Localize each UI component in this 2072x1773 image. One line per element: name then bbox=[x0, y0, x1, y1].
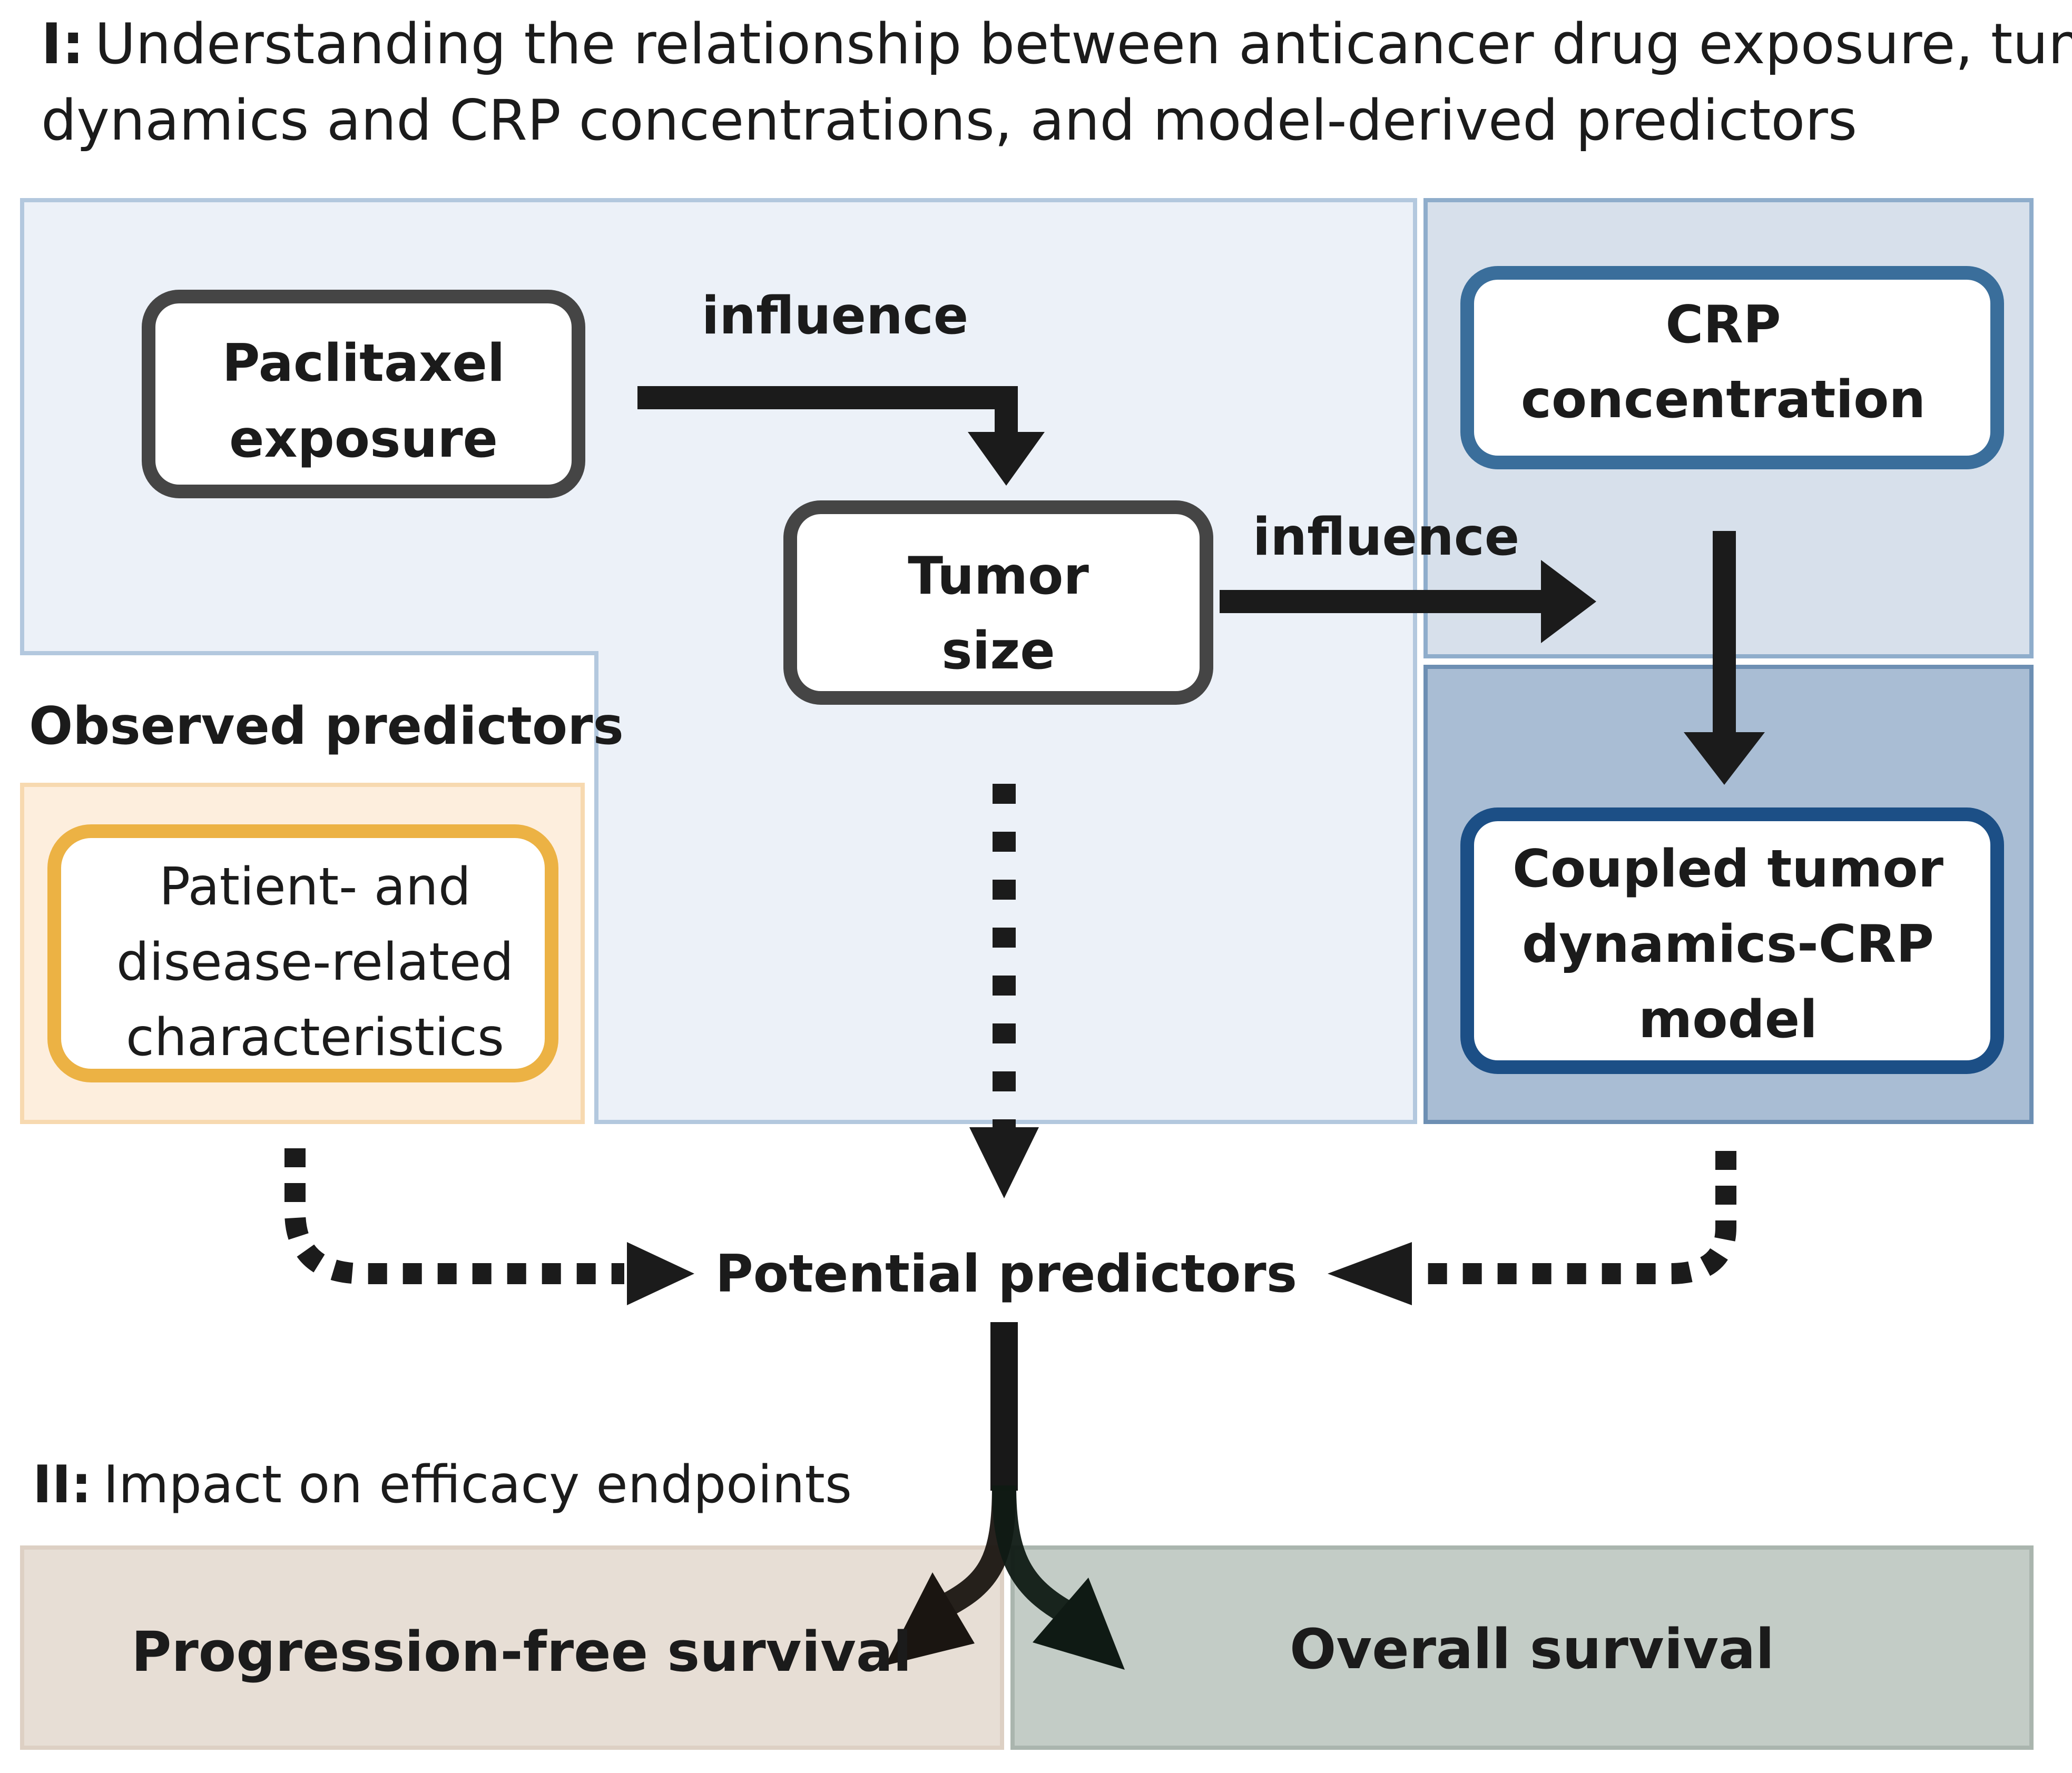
node-coupled-box bbox=[1460, 807, 2004, 1074]
observed-predictors-label: Observed predictors bbox=[29, 696, 624, 756]
node-coupled-model: Coupled tumor dynamics-CRP model bbox=[1460, 807, 2004, 1074]
section-one-line1: Understanding the relationship between a… bbox=[95, 12, 2072, 76]
edge-paclitaxel-arrowhead bbox=[968, 432, 1045, 486]
section-two-text: Impact on efficacy endpoints bbox=[103, 1455, 852, 1515]
section-two-title: II:Impact on efficacy endpoints bbox=[33, 1455, 852, 1515]
edge-split-left-arrowhead bbox=[885, 1572, 975, 1666]
node-tumor-line1: Tumor bbox=[908, 546, 1089, 606]
node-paclitaxel-line1: Paclitaxel bbox=[222, 333, 505, 393]
edge-split-right-arrowhead bbox=[1033, 1578, 1125, 1670]
edge-tumor-to-potential bbox=[969, 784, 1039, 1198]
edge-tumor-to-crp: influence bbox=[1220, 507, 1596, 643]
edge-coupled-dotted-arrowhead bbox=[1328, 1242, 1412, 1305]
node-crp-line1: CRP bbox=[1665, 295, 1781, 355]
edge-patient-to-potential bbox=[284, 1148, 694, 1305]
edge-crp-to-coupled bbox=[1684, 531, 1765, 785]
node-tumor-box bbox=[783, 500, 1213, 705]
node-coupled-line2: dynamics-CRP bbox=[1522, 914, 1934, 974]
edge-coupled-dotted-line bbox=[1417, 1151, 1736, 1284]
node-tumor-line2: size bbox=[941, 621, 1055, 681]
node-patient-characteristics: Patient- and disease-related characteris… bbox=[47, 824, 558, 1082]
node-coupled-line3: model bbox=[1638, 990, 1818, 1050]
outcome-progression-free-survival: Progression-free survival bbox=[131, 1620, 911, 1684]
node-paclitaxel-exposure: Paclitaxel exposure bbox=[142, 290, 585, 498]
edge-crp-arrowhead bbox=[1684, 732, 1765, 785]
edge-paclitaxel-line bbox=[637, 386, 1018, 438]
section-one-line2: dynamics and CRP concentrations, and mod… bbox=[41, 88, 1857, 153]
potential-predictors-label: Potential predictors bbox=[715, 1244, 1297, 1304]
region-overall-survival bbox=[1010, 1545, 2034, 1750]
edge-influence-label-1: influence bbox=[702, 286, 969, 346]
edge-patient-dotted-line bbox=[284, 1148, 624, 1284]
edge-tumor-arrowhead bbox=[1541, 560, 1596, 643]
edge-potential-to-outcomes bbox=[885, 1322, 1125, 1670]
node-paclitaxel-box bbox=[142, 290, 585, 498]
section-one-title: I:Understanding the relationship between… bbox=[41, 12, 2072, 76]
edge-paclitaxel-to-tumor: influence bbox=[637, 286, 1045, 486]
node-tumor-size: Tumor size bbox=[783, 500, 1213, 705]
edge-patient-dotted-arrowhead bbox=[627, 1242, 694, 1305]
section-two-prefix: II: bbox=[33, 1455, 92, 1515]
region-progression-free-survival bbox=[20, 1545, 1004, 1750]
edge-split-stem bbox=[990, 1322, 1018, 1491]
edge-tumor-dotted-arrowhead bbox=[969, 1127, 1039, 1198]
node-paclitaxel-line2: exposure bbox=[229, 409, 498, 469]
node-patient-line3: characteristics bbox=[126, 1008, 504, 1068]
node-patient-line2: disease-related bbox=[116, 932, 514, 992]
edge-split-right-branch bbox=[992, 1485, 1072, 1622]
node-crp-concentration: CRP concentration bbox=[1460, 266, 2004, 469]
section-one-prefix: I: bbox=[41, 12, 84, 76]
edge-influence-label-2: influence bbox=[1253, 507, 1520, 567]
node-patient-line1: Patient- and bbox=[159, 857, 471, 917]
outcome-overall-survival: Overall survival bbox=[1290, 1617, 1774, 1681]
node-coupled-line1: Coupled tumor bbox=[1513, 839, 1944, 899]
edge-coupled-to-potential bbox=[1328, 1151, 1736, 1305]
node-crp-box bbox=[1460, 266, 2004, 469]
node-crp-line2: concentration bbox=[1521, 370, 1926, 430]
node-patient-box bbox=[47, 824, 558, 1082]
